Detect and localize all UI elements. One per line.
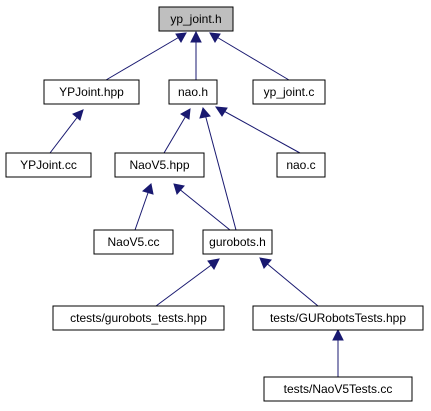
- node-label: NaoV5.hpp: [129, 158, 189, 172]
- node-label: gurobots.h: [209, 235, 266, 249]
- node-label: yp_joint.h: [170, 12, 221, 26]
- edge-yp-joint-c-to-yp-joint-h: [209, 32, 290, 81]
- node-label: NaoV5.cc: [107, 235, 159, 249]
- node-nao-h[interactable]: nao.h: [168, 79, 218, 105]
- node-label: yp_joint.c: [264, 85, 315, 99]
- edge-gurobots-h-to-naov5-hpp: [173, 183, 231, 231]
- edge-naov5tests-to-gurobotstests: [332, 328, 344, 377]
- edge-naov5-cc-to-naov5-hpp: [134, 183, 154, 231]
- edge-nao-c-to-nao-h: [215, 106, 301, 154]
- edge-naov5-hpp-to-nao-h: [163, 108, 191, 154]
- node-naov5-hpp[interactable]: NaoV5.hpp: [114, 152, 205, 178]
- node-yp-joint-c[interactable]: yp_joint.c: [252, 79, 326, 105]
- node-ypjoint-hpp[interactable]: YPJoint.hpp: [43, 79, 140, 105]
- node-label: tests/GURobotsTests.hpp: [270, 311, 406, 325]
- node-gurobots-h[interactable]: gurobots.h: [202, 229, 273, 255]
- node-label: YPJoint.hpp: [59, 85, 124, 99]
- edge-nao-h-to-yp-joint-h: [190, 30, 202, 80]
- node-yp-joint-h[interactable]: yp_joint.h: [158, 6, 234, 32]
- edge-gurobots-h-to-nao-h: [199, 106, 237, 231]
- node-naov5-cc[interactable]: NaoV5.cc: [93, 229, 174, 255]
- edge-tests-gurobotstests-to-gurobots-h: [259, 257, 319, 307]
- node-tests-gurobotstests-hpp[interactable]: tests/GURobotsTests.hpp: [252, 305, 424, 331]
- node-ypjoint-cc[interactable]: YPJoint.cc: [5, 152, 92, 178]
- edge-ctests-to-gurobots-h: [155, 258, 220, 307]
- edge-ypjoint-cc-to-ypjoint-hpp: [49, 109, 84, 154]
- node-label: nao.h: [178, 85, 208, 99]
- edge-ypjoint-hpp-to-yp-joint-h: [105, 32, 187, 81]
- node-label: ctests/gurobots_tests.hpp: [70, 311, 207, 325]
- node-label: nao.c: [286, 158, 315, 172]
- node-ctests-gurobots-tests-hpp[interactable]: ctests/gurobots_tests.hpp: [52, 305, 225, 331]
- node-tests-naov5tests-cc[interactable]: tests/NaoV5Tests.cc: [263, 376, 413, 402]
- node-label: tests/NaoV5Tests.cc: [284, 382, 393, 396]
- node-label: YPJoint.cc: [20, 158, 77, 172]
- node-nao-c[interactable]: nao.c: [276, 152, 326, 178]
